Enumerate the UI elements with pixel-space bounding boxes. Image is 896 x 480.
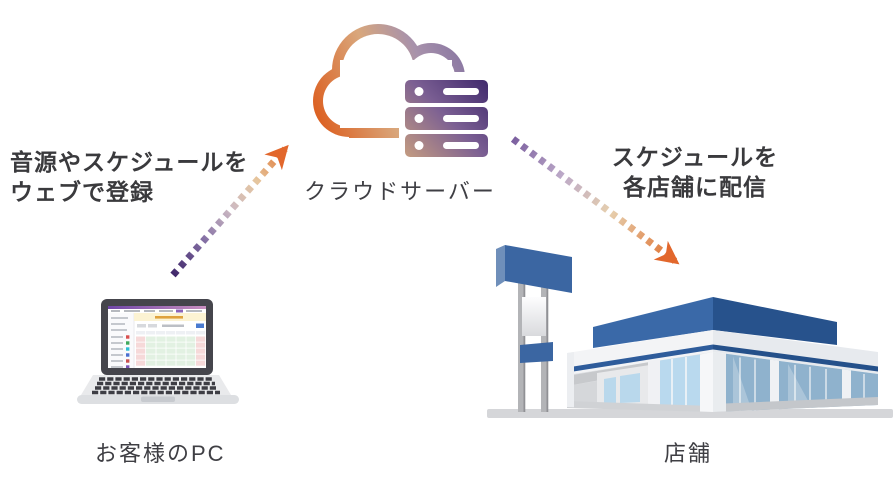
- arrow-cloud-to-store: [510, 136, 680, 265]
- cloud-server-label: クラウドサーバー: [304, 179, 496, 204]
- customer-pc-label: お客様のPC: [95, 441, 226, 466]
- cloud-server-icon: [300, 18, 494, 164]
- distribute-note-line1: スケジュールを: [611, 144, 779, 170]
- store-label: 店舗: [663, 441, 712, 466]
- ground-strip: [487, 409, 893, 418]
- laptop-icon: [77, 299, 239, 404]
- distribute-note-line2: 各店舗に配信: [623, 174, 767, 200]
- distribute-note: スケジュールを 各店舗に配信: [595, 142, 795, 202]
- store-building-icon: [567, 297, 878, 412]
- store-sign: [496, 245, 572, 412]
- upload-note-line1: 音源やスケジュールを: [10, 149, 249, 175]
- upload-note-line2: ウェブで登録: [10, 179, 154, 205]
- upload-note: 音源やスケジュールを ウェブで登録: [10, 147, 248, 207]
- arrow-pc-to-cloud: [170, 144, 289, 278]
